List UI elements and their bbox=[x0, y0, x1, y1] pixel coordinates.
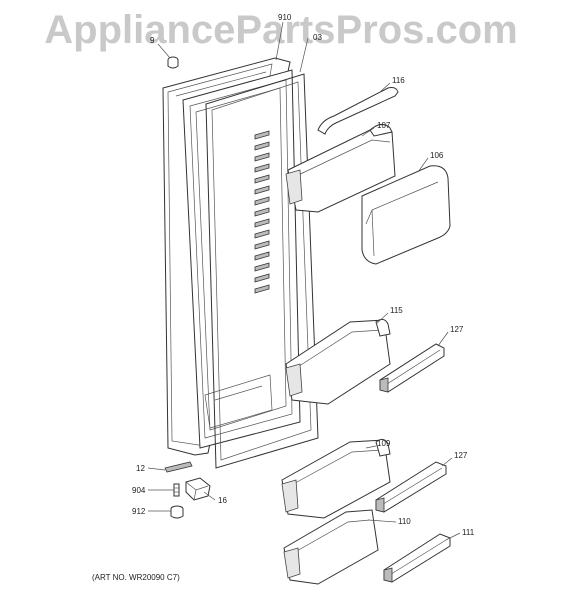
part-109-bin bbox=[281, 438, 391, 519]
part-16-hinge-cover bbox=[185, 477, 211, 501]
door-liner bbox=[182, 69, 301, 449]
callout-116: 116 bbox=[392, 76, 405, 85]
part-116-trim bbox=[317, 87, 399, 135]
door-gasket bbox=[205, 73, 319, 469]
callout-109: 109 bbox=[377, 439, 391, 448]
callout-labels: 910 9 03 116 107 106 115 127 12 904 16 9… bbox=[132, 13, 475, 537]
callout-106: 106 bbox=[430, 151, 444, 160]
part-912-plug bbox=[170, 505, 184, 519]
callout-127-upper: 127 bbox=[450, 325, 464, 334]
part-12-bracket bbox=[164, 461, 193, 473]
callout-111: 111 bbox=[462, 528, 475, 537]
part-110-bin bbox=[283, 509, 379, 585]
callout-910: 910 bbox=[278, 13, 292, 22]
callout-127-lower: 127 bbox=[454, 451, 468, 460]
part-9-plug bbox=[167, 56, 179, 69]
callout-912: 912 bbox=[132, 507, 146, 516]
callout-12: 12 bbox=[136, 464, 145, 473]
part-107-bin bbox=[285, 124, 396, 213]
part-127-guard-upper bbox=[379, 343, 445, 393]
liner-ribs bbox=[254, 130, 270, 294]
part-904-screw bbox=[173, 483, 180, 497]
part-127-guard-lower bbox=[375, 461, 447, 513]
callout-9: 9 bbox=[150, 36, 155, 45]
callout-03: 03 bbox=[313, 33, 322, 42]
leader-lines bbox=[147, 21, 461, 541]
callout-110: 110 bbox=[398, 517, 411, 526]
art-number: (ART NO. WR20090 C7) bbox=[92, 573, 180, 582]
part-106-cover bbox=[361, 165, 451, 265]
callout-904: 904 bbox=[132, 486, 146, 495]
callout-107: 107 bbox=[377, 121, 391, 130]
callout-16: 16 bbox=[218, 496, 227, 505]
callout-115: 115 bbox=[390, 306, 403, 315]
part-115-bin bbox=[285, 318, 391, 405]
part-111-guard bbox=[383, 533, 451, 583]
